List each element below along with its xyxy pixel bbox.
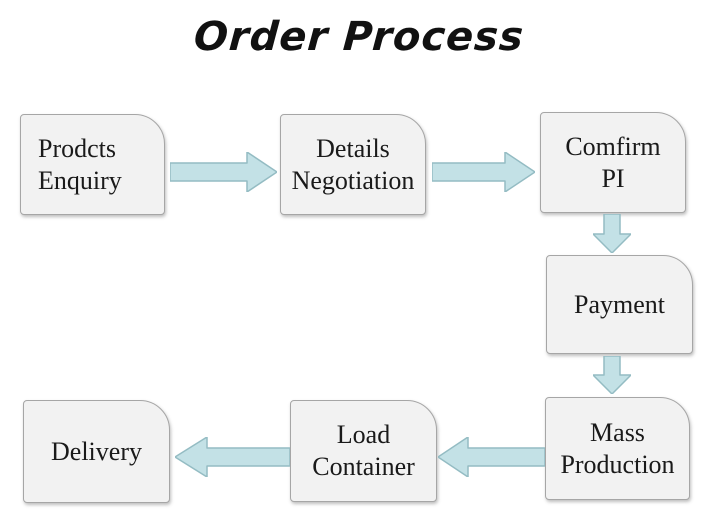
node-label-comfirm-pi: Comfirm PI [565,131,661,193]
flow-node-details-negotiation: Details Negotiation [280,114,426,215]
down-arrow-icon [593,356,631,394]
flow-node-prodcts-enquiry: Prodcts Enquiry [20,114,165,215]
flow-node-payment: Payment [546,255,693,354]
down-arrow-icon [593,214,631,253]
left-arrow-icon [175,437,290,477]
flow-node-comfirm-pi: Comfirm PI [540,112,686,213]
flow-node-delivery: Delivery [23,400,170,503]
flow-node-load-container: Load Container [290,400,437,502]
right-arrow-icon [170,152,277,192]
node-label-load-container: Load Container [312,420,415,481]
right-arrow-icon [432,152,535,192]
node-label-prodcts-enquiry: Prodcts Enquiry [38,133,122,195]
page-title: Order Process [192,14,526,60]
node-label-details-negotiation: Details Negotiation [291,133,415,195]
node-label-payment: Payment [574,289,665,319]
flow-node-mass-production: Mass Production [545,397,690,500]
node-label-mass-production: Mass Production [560,417,675,479]
node-label-delivery: Delivery [51,436,142,466]
left-arrow-icon [438,437,545,477]
